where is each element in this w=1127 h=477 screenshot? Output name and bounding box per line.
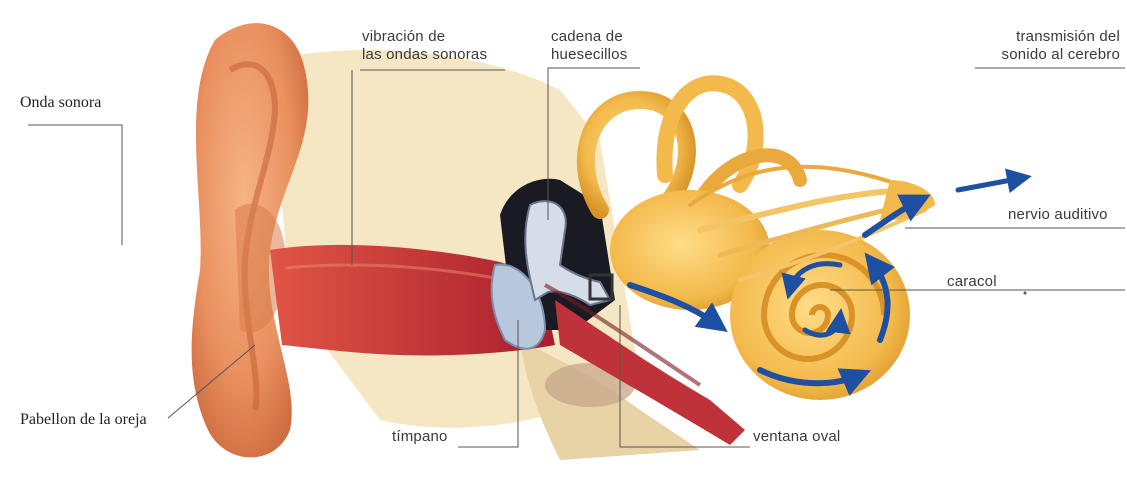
- label-transmision-line2: sonido al cerebro: [1002, 46, 1120, 64]
- label-pabellon-oreja: Pabellon de la oreja: [20, 411, 147, 429]
- leader-onda: [28, 125, 122, 245]
- label-timpano: tímpano: [392, 428, 448, 446]
- label-vibracion-line2: las ondas sonoras: [362, 46, 487, 64]
- label-transmision-line1: transmisión del: [1016, 28, 1120, 46]
- label-cadena-line1: cadena de: [551, 28, 623, 46]
- label-onda-sonora: Onda sonora: [20, 94, 101, 112]
- label-vibracion-line1: vibración de: [362, 28, 445, 46]
- caracol-dot: [1024, 292, 1027, 295]
- nerve-bundle: [880, 180, 935, 220]
- label-nervio-auditivo: nervio auditivo: [1008, 206, 1108, 224]
- sound-arrow-brain: [958, 178, 1022, 190]
- label-cadena-line2: huesecillos: [551, 46, 627, 64]
- label-ventana-oval: ventana oval: [753, 428, 840, 446]
- label-caracol: caracol: [947, 273, 997, 291]
